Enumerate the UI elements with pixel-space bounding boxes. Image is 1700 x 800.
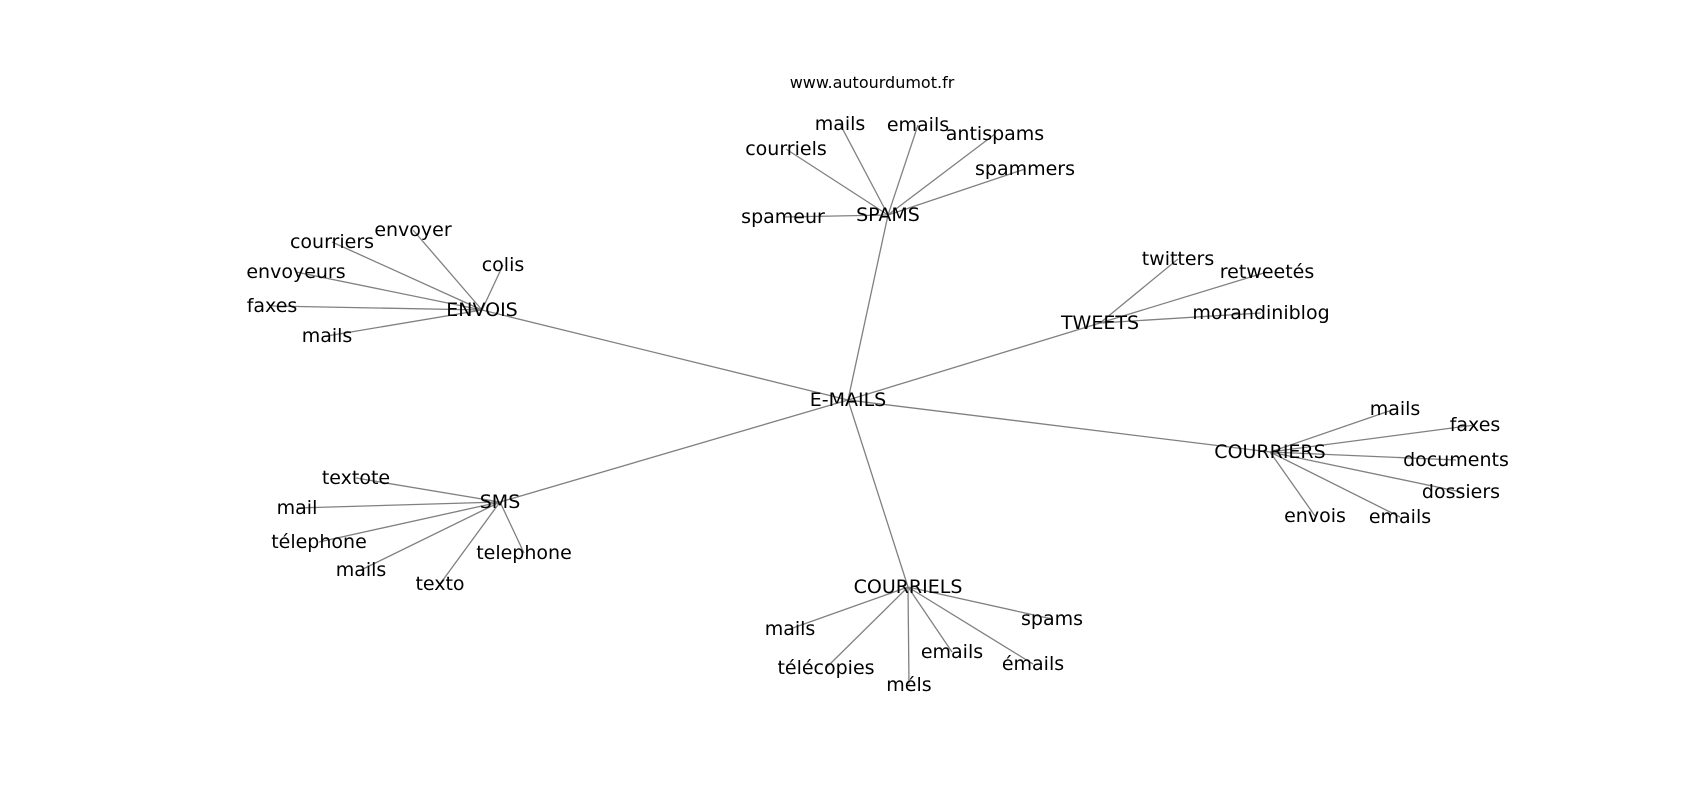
word-node-label: envoyeurs [246,261,345,283]
edge-hub-to-word [1269,424,1476,453]
edge-hub-to-word [271,305,483,311]
word-node-label: texto [415,573,464,595]
word-node-label: colis [482,254,525,276]
word-node-label: mails [765,618,816,640]
hub-node-label: COURRIERS [1214,441,1325,463]
edge-hub-to-word [785,148,889,216]
edge-hub-to-word [887,133,996,216]
edge-center-to-hub [847,322,1101,401]
word-node-label: faxes [247,295,298,317]
edge-hub-to-word [887,124,919,216]
word-node-label: dossiers [1422,481,1500,503]
edge-hub-to-word [296,501,501,509]
word-node-label: mail [277,497,318,519]
edge-hub-to-word [1269,408,1396,453]
hub-node-label: COURRIELS [854,576,963,598]
edge-center-to-hub [847,214,889,401]
word-node-label: morandiniblog [1192,302,1329,324]
word-node-label: envoyer [374,219,452,241]
edge-hub-to-word [1269,451,1462,493]
graph-labels: www.autourdumot.fr E-MAILS SPAMS mails emai… [246,73,1509,696]
word-node-label: mails [302,325,353,347]
word-node-label: émails [1002,653,1064,675]
word-node-label: spams [1021,608,1083,630]
edge-hub-to-word [1269,451,1401,518]
edge-hub-to-word [907,586,1053,620]
edge-hub-to-word [825,586,909,669]
word-node-label: spammers [975,158,1075,180]
word-node-label: méls [886,674,931,696]
word-node-label: emails [887,114,949,136]
edge-center-to-hub [499,399,849,503]
edge-hub-to-word [439,501,501,585]
edge-hub-to-word [295,271,483,311]
word-node-label: télephone [271,531,367,553]
edge-hub-to-word [782,214,889,218]
word-node-label: retweetés [1220,261,1315,283]
word-node-label: emails [1369,506,1431,528]
edge-hub-to-word [907,586,953,653]
word-node-label: courriels [745,138,827,160]
word-node-label: faxes [1450,414,1501,436]
edge-hub-to-word [887,168,1026,216]
edge-hub-to-word [1269,451,1457,461]
word-node-label: télécopies [777,657,874,679]
word-node-label: mails [336,559,387,581]
hub-node-label: TWEETS [1060,312,1139,334]
word-node-label: spameur [741,206,825,228]
word-node-label: mails [815,113,866,135]
hub-node-label: SMS [480,491,521,513]
edge-hub-to-word [481,264,504,311]
edge-hub-to-word [331,241,483,311]
edge-center-to-hub [847,399,909,588]
edge-center-to-hub [847,399,1271,453]
edge-hub-to-word [326,309,483,337]
center-node-label: E-MAILS [810,389,887,411]
word-node-label: antispams [946,123,1044,145]
source-watermark: www.autourdumot.fr [790,73,955,92]
edge-hub-to-word [1099,258,1179,324]
edge-hub-to-word [412,229,483,311]
word-node-label: courriers [290,231,374,253]
edge-hub-to-word [1269,451,1316,517]
edge-hub-to-word [1099,312,1262,324]
word-node-label: mails [1370,398,1421,420]
word-node-label: documents [1403,449,1509,471]
edge-hub-to-word [360,501,501,571]
hub-node-label: SPAMS [856,204,920,226]
edge-center-to-hub [481,309,849,401]
graph-edges [271,123,1476,686]
edge-hub-to-word [1099,271,1268,324]
hub-node-label: ENVOIS [446,299,518,321]
edge-hub-to-word [907,586,910,686]
word-node-label: emails [921,641,983,663]
word-node-label: twitters [1142,248,1215,270]
edge-hub-to-word [839,123,889,216]
word-node-label: textote [322,467,390,489]
edge-hub-to-word [355,477,501,503]
edge-hub-to-word [318,501,501,543]
word-node-label: envois [1284,505,1346,527]
edge-hub-to-word [499,501,525,554]
edge-hub-to-word [907,586,1034,665]
word-node-label: telephone [476,542,572,564]
edge-hub-to-word [789,586,909,630]
